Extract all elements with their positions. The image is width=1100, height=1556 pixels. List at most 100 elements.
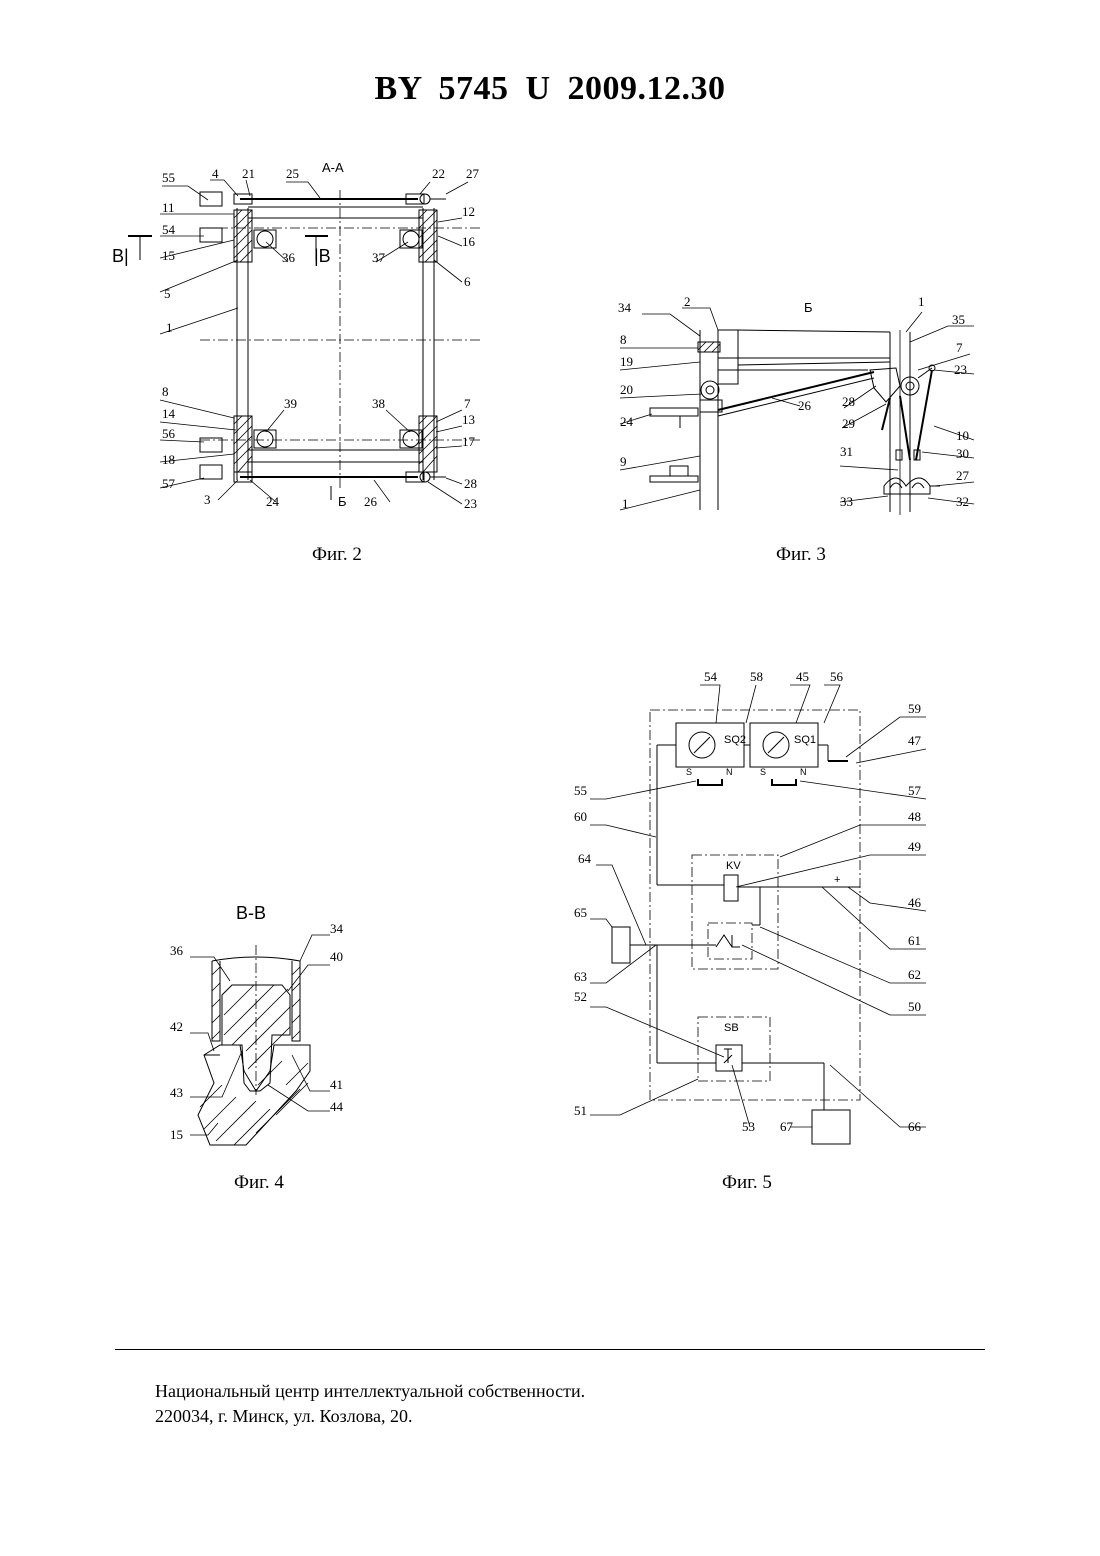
fig5-label-53: 53	[742, 1119, 755, 1134]
fig2-mark-right: |B	[314, 246, 331, 266]
fig5-label-59: 59	[908, 701, 921, 716]
fig5-label-56: 56	[830, 669, 844, 684]
fig5-sb-label: SB	[724, 1022, 739, 1034]
fig3-leaders	[620, 308, 974, 510]
fig2-leaders	[160, 180, 468, 504]
fig2-label-4: 4	[212, 166, 219, 181]
fig5-s-left: S	[686, 767, 692, 777]
fig2-mark-view: Б	[338, 494, 347, 509]
fig2-frame	[200, 190, 480, 490]
fig4-label-15: 15	[170, 1127, 183, 1142]
fig4-label-42: 42	[170, 1019, 183, 1034]
fig2-label-6: 6	[464, 274, 471, 289]
fig3-label-30: 30	[956, 446, 969, 461]
fig2-label-56: 56	[162, 426, 176, 441]
fig2-mark-left: B|	[112, 246, 129, 266]
fig5-label-50: 50	[908, 999, 921, 1014]
fig2-label-13: 13	[462, 412, 475, 427]
fig5-s-right: S	[760, 767, 766, 777]
fig5-label-45: 45	[796, 669, 809, 684]
fig5-caption: Фиг. 5	[722, 1172, 772, 1194]
fig2-label-24: 24	[266, 494, 280, 509]
fig2-label-1: 1	[166, 320, 173, 335]
fig2-label-15: 15	[162, 248, 175, 263]
fig2-label-18: 18	[162, 452, 175, 467]
fig3-label-10: 10	[956, 428, 969, 443]
fig3-label-9: 9	[620, 454, 627, 469]
fig5-label-54: 54	[704, 669, 718, 684]
fig3-label-2: 2	[684, 294, 691, 309]
fig5-label-46: 46	[908, 895, 922, 910]
fig4-label-44: 44	[330, 1099, 344, 1114]
fig2-label-11: 11	[162, 200, 175, 215]
fig2-label-27: 27	[466, 166, 480, 181]
fig5-label-58: 58	[750, 669, 763, 684]
fig4-caption: Фиг. 4	[234, 1172, 284, 1194]
fig5-label-61: 61	[908, 933, 921, 948]
figure-5: SQ2 SQ1 S N S N KV SB + 54 58 45 56 59 4…	[560, 665, 940, 1155]
figure-2: А-А B| |B Б 55 4 21 25 22 27 11 12 54 16…	[100, 150, 520, 530]
fig2-section-label: А-А	[322, 160, 344, 175]
fig5-sq1-label: SQ1	[794, 734, 816, 746]
fig3-view-label: Б	[804, 300, 813, 315]
fig3-label-24: 24	[620, 414, 634, 429]
fig5-labels: SQ2 SQ1 S N S N KV SB + 54 58 45 56 59 4…	[574, 669, 922, 1134]
fig4-leaders	[190, 935, 330, 1135]
fig2-label-37: 37	[372, 250, 386, 265]
fig2-label-3: 3	[204, 492, 211, 507]
fig2-caption: Фиг. 2	[312, 544, 362, 566]
page-header: BY 5745 U 2009.12.30	[0, 70, 1100, 108]
fig5-label-66: 66	[908, 1119, 922, 1134]
fig5-label-67: 67	[780, 1119, 794, 1134]
fig3-label-20: 20	[620, 382, 633, 397]
fig4-drawing	[198, 945, 310, 1145]
fig4-label-41: 41	[330, 1077, 343, 1092]
fig2-label-23: 23	[464, 496, 477, 511]
fig4-section-label: В-В	[236, 903, 266, 923]
fig3-label-19: 19	[620, 354, 633, 369]
fig2-label-16: 16	[462, 234, 476, 249]
fig5-plus-label: +	[834, 874, 840, 886]
fig3-label-1: 1	[918, 294, 925, 309]
fig5-sq2-label: SQ2	[724, 734, 746, 746]
fig5-label-57: 57	[908, 783, 922, 798]
fig2-label-36: 36	[282, 250, 296, 265]
fig5-label-55: 55	[574, 783, 587, 798]
fig3-label-1b: 1	[622, 496, 629, 511]
fig5-label-62: 62	[908, 967, 921, 982]
fig5-label-47: 47	[908, 733, 922, 748]
fig5-label-63: 63	[574, 969, 587, 984]
footer-rule	[115, 1349, 985, 1350]
footer-address: 220034, г. Минск, ул. Козлова, 20.	[155, 1406, 413, 1427]
fig2-label-22: 22	[432, 166, 445, 181]
fig5-label-49: 49	[908, 839, 921, 854]
fig3-label-35: 35	[952, 312, 965, 327]
fig2-label-21: 21	[242, 166, 255, 181]
fig5-label-48: 48	[908, 809, 921, 824]
fig5-label-65: 65	[574, 905, 587, 920]
fig3-caption: Фиг. 3	[776, 544, 826, 566]
fig4-label-34: 34	[330, 921, 344, 936]
fig3-label-29: 29	[842, 416, 855, 431]
fig3-label-33: 33	[840, 494, 853, 509]
fig2-label-7: 7	[464, 396, 471, 411]
fig4-labels: В-В 34 36 40 42 43 41 44 15	[170, 903, 344, 1142]
figure-4: В-В 34 36 40 42 43 41 44 15	[160, 895, 380, 1155]
fig2-label-26: 26	[364, 494, 378, 509]
fig3-label-23: 23	[954, 362, 967, 377]
fig3-label-7: 7	[956, 340, 963, 355]
fig2-label-17: 17	[462, 434, 476, 449]
footer-org: Национальный центр интеллектуальной собс…	[155, 1381, 585, 1402]
fig2-label-12: 12	[462, 204, 475, 219]
fig5-n-left: N	[726, 767, 733, 777]
fig5-kv-label: KV	[726, 860, 741, 872]
fig3-structure	[650, 330, 940, 515]
fig5-label-52: 52	[574, 989, 587, 1004]
fig3-label-32: 32	[956, 494, 969, 509]
fig5-label-64: 64	[578, 851, 592, 866]
fig2-label-14: 14	[162, 406, 176, 421]
fig2-label-38: 38	[372, 396, 385, 411]
fig3-label-28: 28	[842, 394, 855, 409]
fig4-label-43: 43	[170, 1085, 183, 1100]
